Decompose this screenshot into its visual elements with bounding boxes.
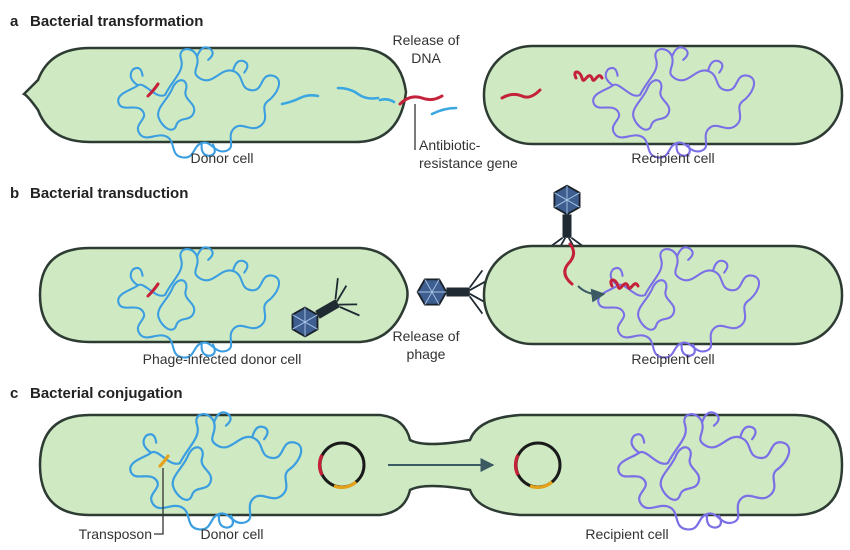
dna-fragment-icon bbox=[378, 98, 396, 104]
transposon-label: Transposon bbox=[79, 526, 152, 542]
panel-c-title: Bacterial conjugation bbox=[30, 385, 183, 402]
donor-cell-label-c: Donor cell bbox=[200, 526, 263, 542]
recipient-cell-label-c: Recipient cell bbox=[585, 526, 668, 542]
release-dna-label-2: DNA bbox=[411, 50, 441, 66]
release-phage-label-1: Release of bbox=[393, 328, 460, 344]
donor-cell-label: Donor cell bbox=[190, 150, 253, 166]
recipient-cell-label-b: Recipient cell bbox=[631, 351, 714, 367]
bacteriophage-icon bbox=[416, 269, 487, 315]
panel-b-title: Bacterial transduction bbox=[30, 185, 188, 202]
panel-a: a Bacterial transformation Release of DN… bbox=[10, 13, 844, 171]
incoming-gene bbox=[500, 88, 542, 100]
recipient-cell-label: Recipient cell bbox=[631, 150, 714, 166]
plasmid-icon bbox=[513, 441, 562, 490]
infected-donor-cell-shape bbox=[38, 246, 409, 344]
panel-b: b Bacterial transduction Release of phag… bbox=[10, 184, 844, 367]
recipient-cell-shape-b bbox=[482, 244, 844, 346]
release-dna-label-1: Release of bbox=[393, 32, 460, 48]
transposon-segment bbox=[158, 454, 170, 468]
resistance-gene-donor-b bbox=[146, 282, 160, 298]
resistance-gene-fragment bbox=[398, 94, 444, 106]
panel-c: c Bacterial conjugation Transposon Donor… bbox=[10, 385, 844, 542]
dna-fragment-icon bbox=[430, 106, 458, 116]
panel-b-letter: b bbox=[10, 185, 19, 202]
transposon-leader-line bbox=[154, 468, 164, 535]
integrated-gene-loop bbox=[573, 70, 604, 82]
integrated-gene-loop-b bbox=[609, 278, 640, 290]
plasmid-icon bbox=[317, 441, 366, 490]
panel-a-title: Bacterial transformation bbox=[30, 13, 203, 30]
injected-gene bbox=[563, 242, 575, 286]
antibiotic-gene-label-2: resistance gene bbox=[419, 155, 518, 171]
recipient-cell-shape bbox=[482, 44, 844, 146]
dna-fragment-icon bbox=[280, 94, 320, 106]
dna-fragment-icon bbox=[336, 86, 380, 100]
resistance-gene-donor bbox=[146, 82, 160, 98]
antibiotic-gene-label-1: Antibiotic- bbox=[419, 137, 481, 153]
panel-c-letter: c bbox=[10, 385, 18, 402]
bacteriophage-icon bbox=[544, 184, 590, 255]
donor-cell-shape bbox=[21, 46, 408, 144]
infected-donor-label: Phage-infected donor cell bbox=[143, 351, 302, 367]
integration-arrow bbox=[577, 285, 606, 303]
release-phage-label-2: phage bbox=[407, 346, 446, 362]
panel-a-letter: a bbox=[10, 13, 19, 30]
